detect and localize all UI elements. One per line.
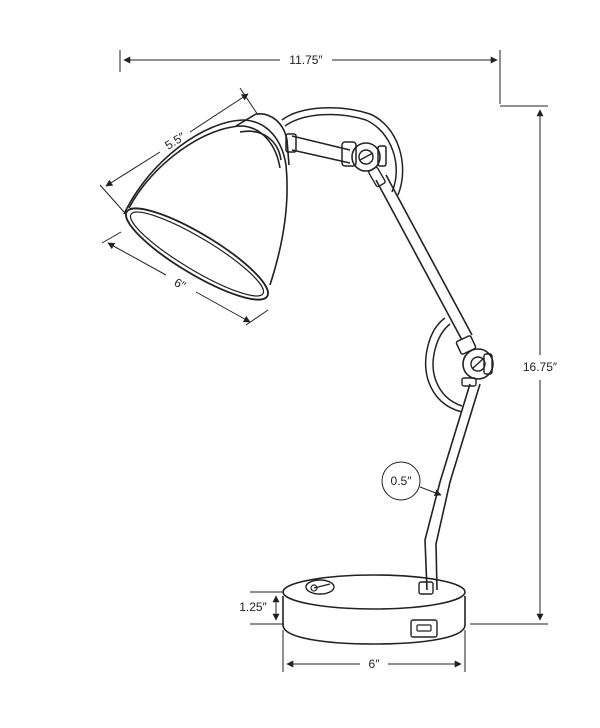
shade-diameter-dimension: 6″ [101, 231, 269, 326]
middle-arm [375, 174, 473, 341]
overall-width-label: 11.75″ [289, 53, 323, 67]
lower-arm [424, 383, 481, 591]
shade-diameter-label: 6″ [172, 275, 189, 293]
overall-height-dimension: 16.75″ [470, 105, 558, 625]
arm-diameter-callout: 0.5″ [381, 461, 442, 501]
arm-diameter-label: 0.5″ [391, 474, 413, 488]
shade-length-dimension: 5.5″ [99, 87, 259, 213]
shade-length-label: 5.5″ [162, 129, 188, 152]
overall-width-dimension: 11.75″ [119, 50, 501, 104]
lamp-base [282, 574, 466, 645]
base-diameter-dimension: 6″ [282, 630, 466, 672]
base-height-label: 1.25″ [239, 600, 267, 614]
upper-joint-knob [341, 141, 387, 188]
arm-socket [418, 581, 434, 595]
base-height-dimension: 1.25″ [239, 591, 284, 625]
usb-port-icon [410, 619, 438, 638]
base-diameter-label: 6″ [369, 657, 381, 671]
power-switch-icon [305, 579, 335, 595]
lower-arm-loop [425, 317, 463, 413]
lower-joint-knob [455, 335, 494, 387]
upper-arm [281, 107, 404, 196]
overall-height-label: 16.75″ [523, 360, 558, 374]
lamp-shade [123, 113, 290, 301]
